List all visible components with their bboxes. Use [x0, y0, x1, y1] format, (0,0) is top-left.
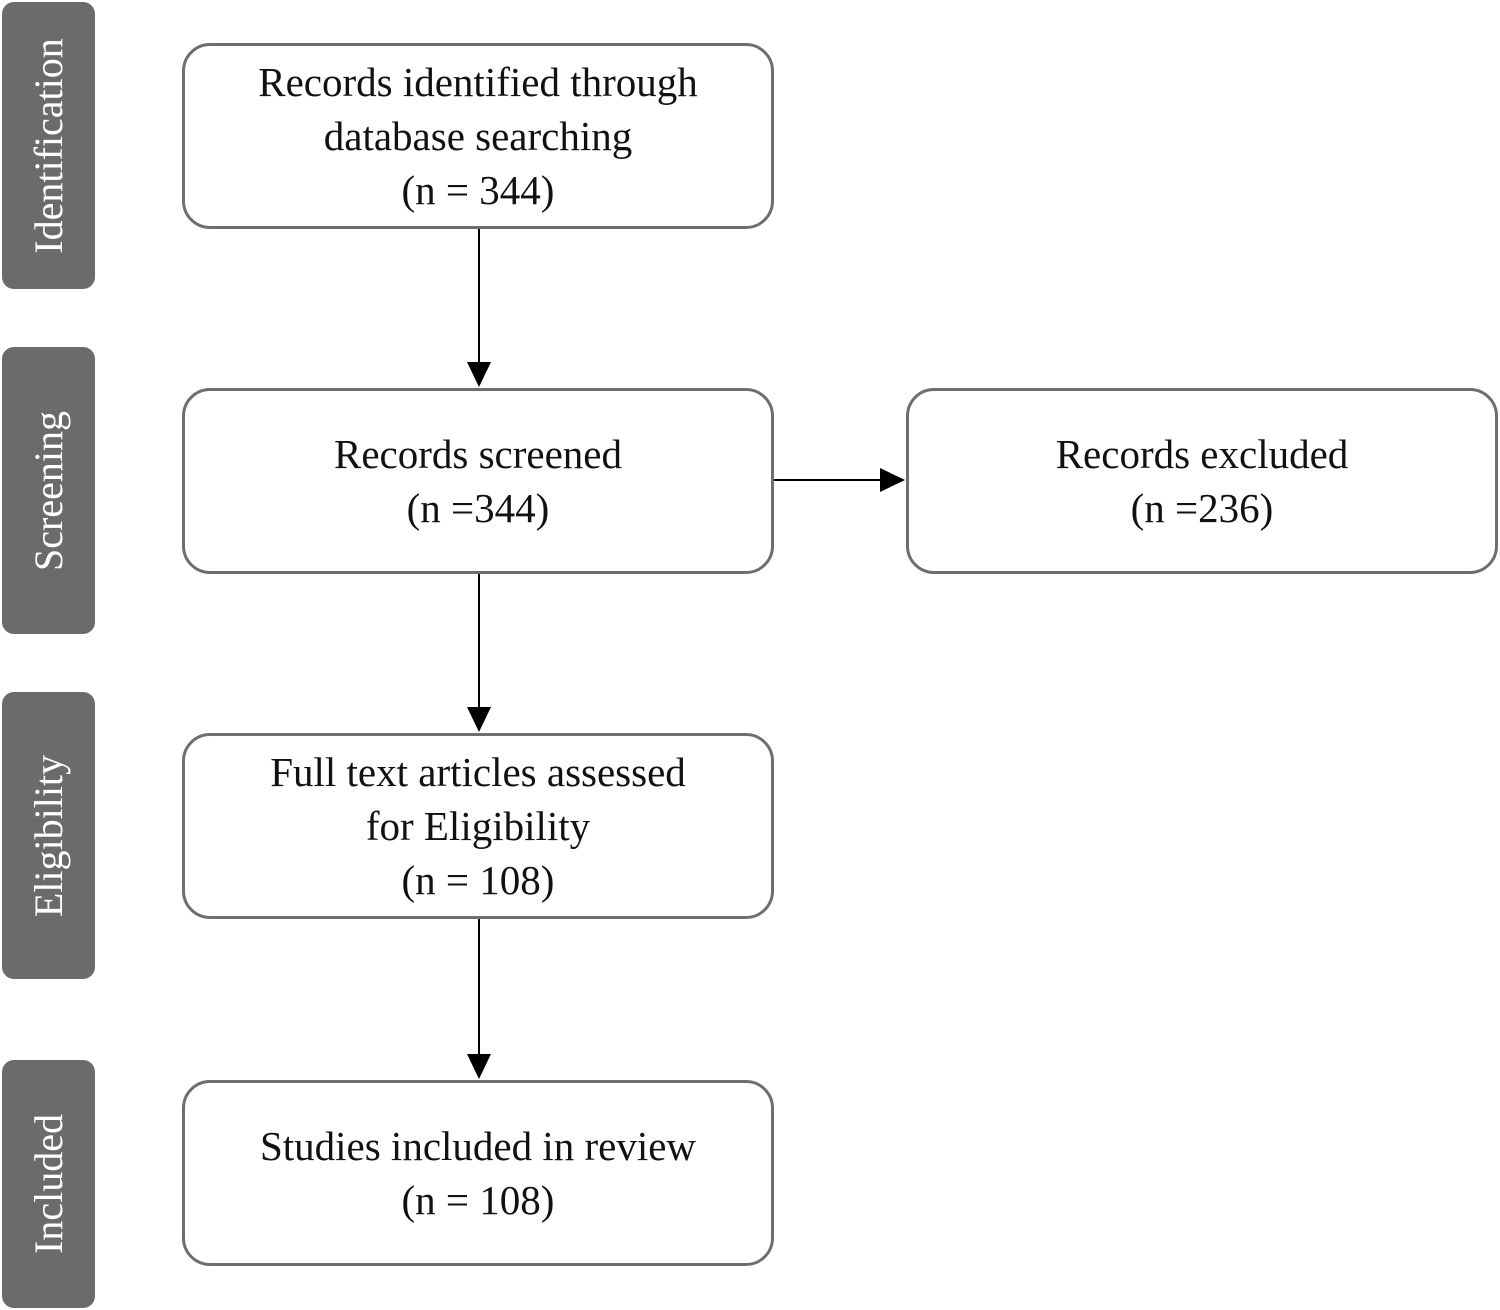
- arrowhead-eligibility: [467, 707, 491, 732]
- arrowhead-excluded: [880, 468, 905, 492]
- stage-identification: Identification: [2, 2, 95, 289]
- records-excluded-count: (n =236): [1130, 485, 1274, 531]
- stage-included: Included: [2, 1060, 95, 1308]
- records-screened-count: (n =344): [406, 485, 550, 531]
- records-screened-label: Records screened: [333, 431, 622, 477]
- records-identified-box: Records identified through database sear…: [182, 43, 774, 229]
- records-identified-line-2: database searching: [323, 113, 633, 159]
- stage-eligibility: Eligibility: [2, 692, 95, 979]
- stage-screening: Screening: [2, 347, 95, 634]
- full-text-eligibility-line-1: Full text articles assessed: [270, 749, 686, 795]
- studies-included-box: Studies included in review (n = 108): [182, 1080, 774, 1266]
- full-text-eligibility-box: Full text articles assessed for Eligibil…: [182, 733, 774, 919]
- studies-included-label: Studies included in review: [259, 1123, 697, 1169]
- full-text-eligibility-count: (n = 108): [401, 857, 555, 903]
- full-text-eligibility-line-2: for Eligibility: [365, 803, 591, 849]
- records-excluded-label: Records excluded: [1055, 431, 1349, 477]
- records-screened-box: Records screened (n =344): [182, 388, 774, 574]
- records-excluded-box: Records excluded (n =236): [906, 388, 1498, 574]
- arrowhead-screened: [467, 362, 491, 387]
- arrowhead-included: [467, 1054, 491, 1079]
- records-identified-count: (n = 344): [401, 167, 555, 213]
- studies-included-count: (n = 108): [401, 1177, 555, 1223]
- records-identified-line-1: Records identified through: [258, 59, 698, 105]
